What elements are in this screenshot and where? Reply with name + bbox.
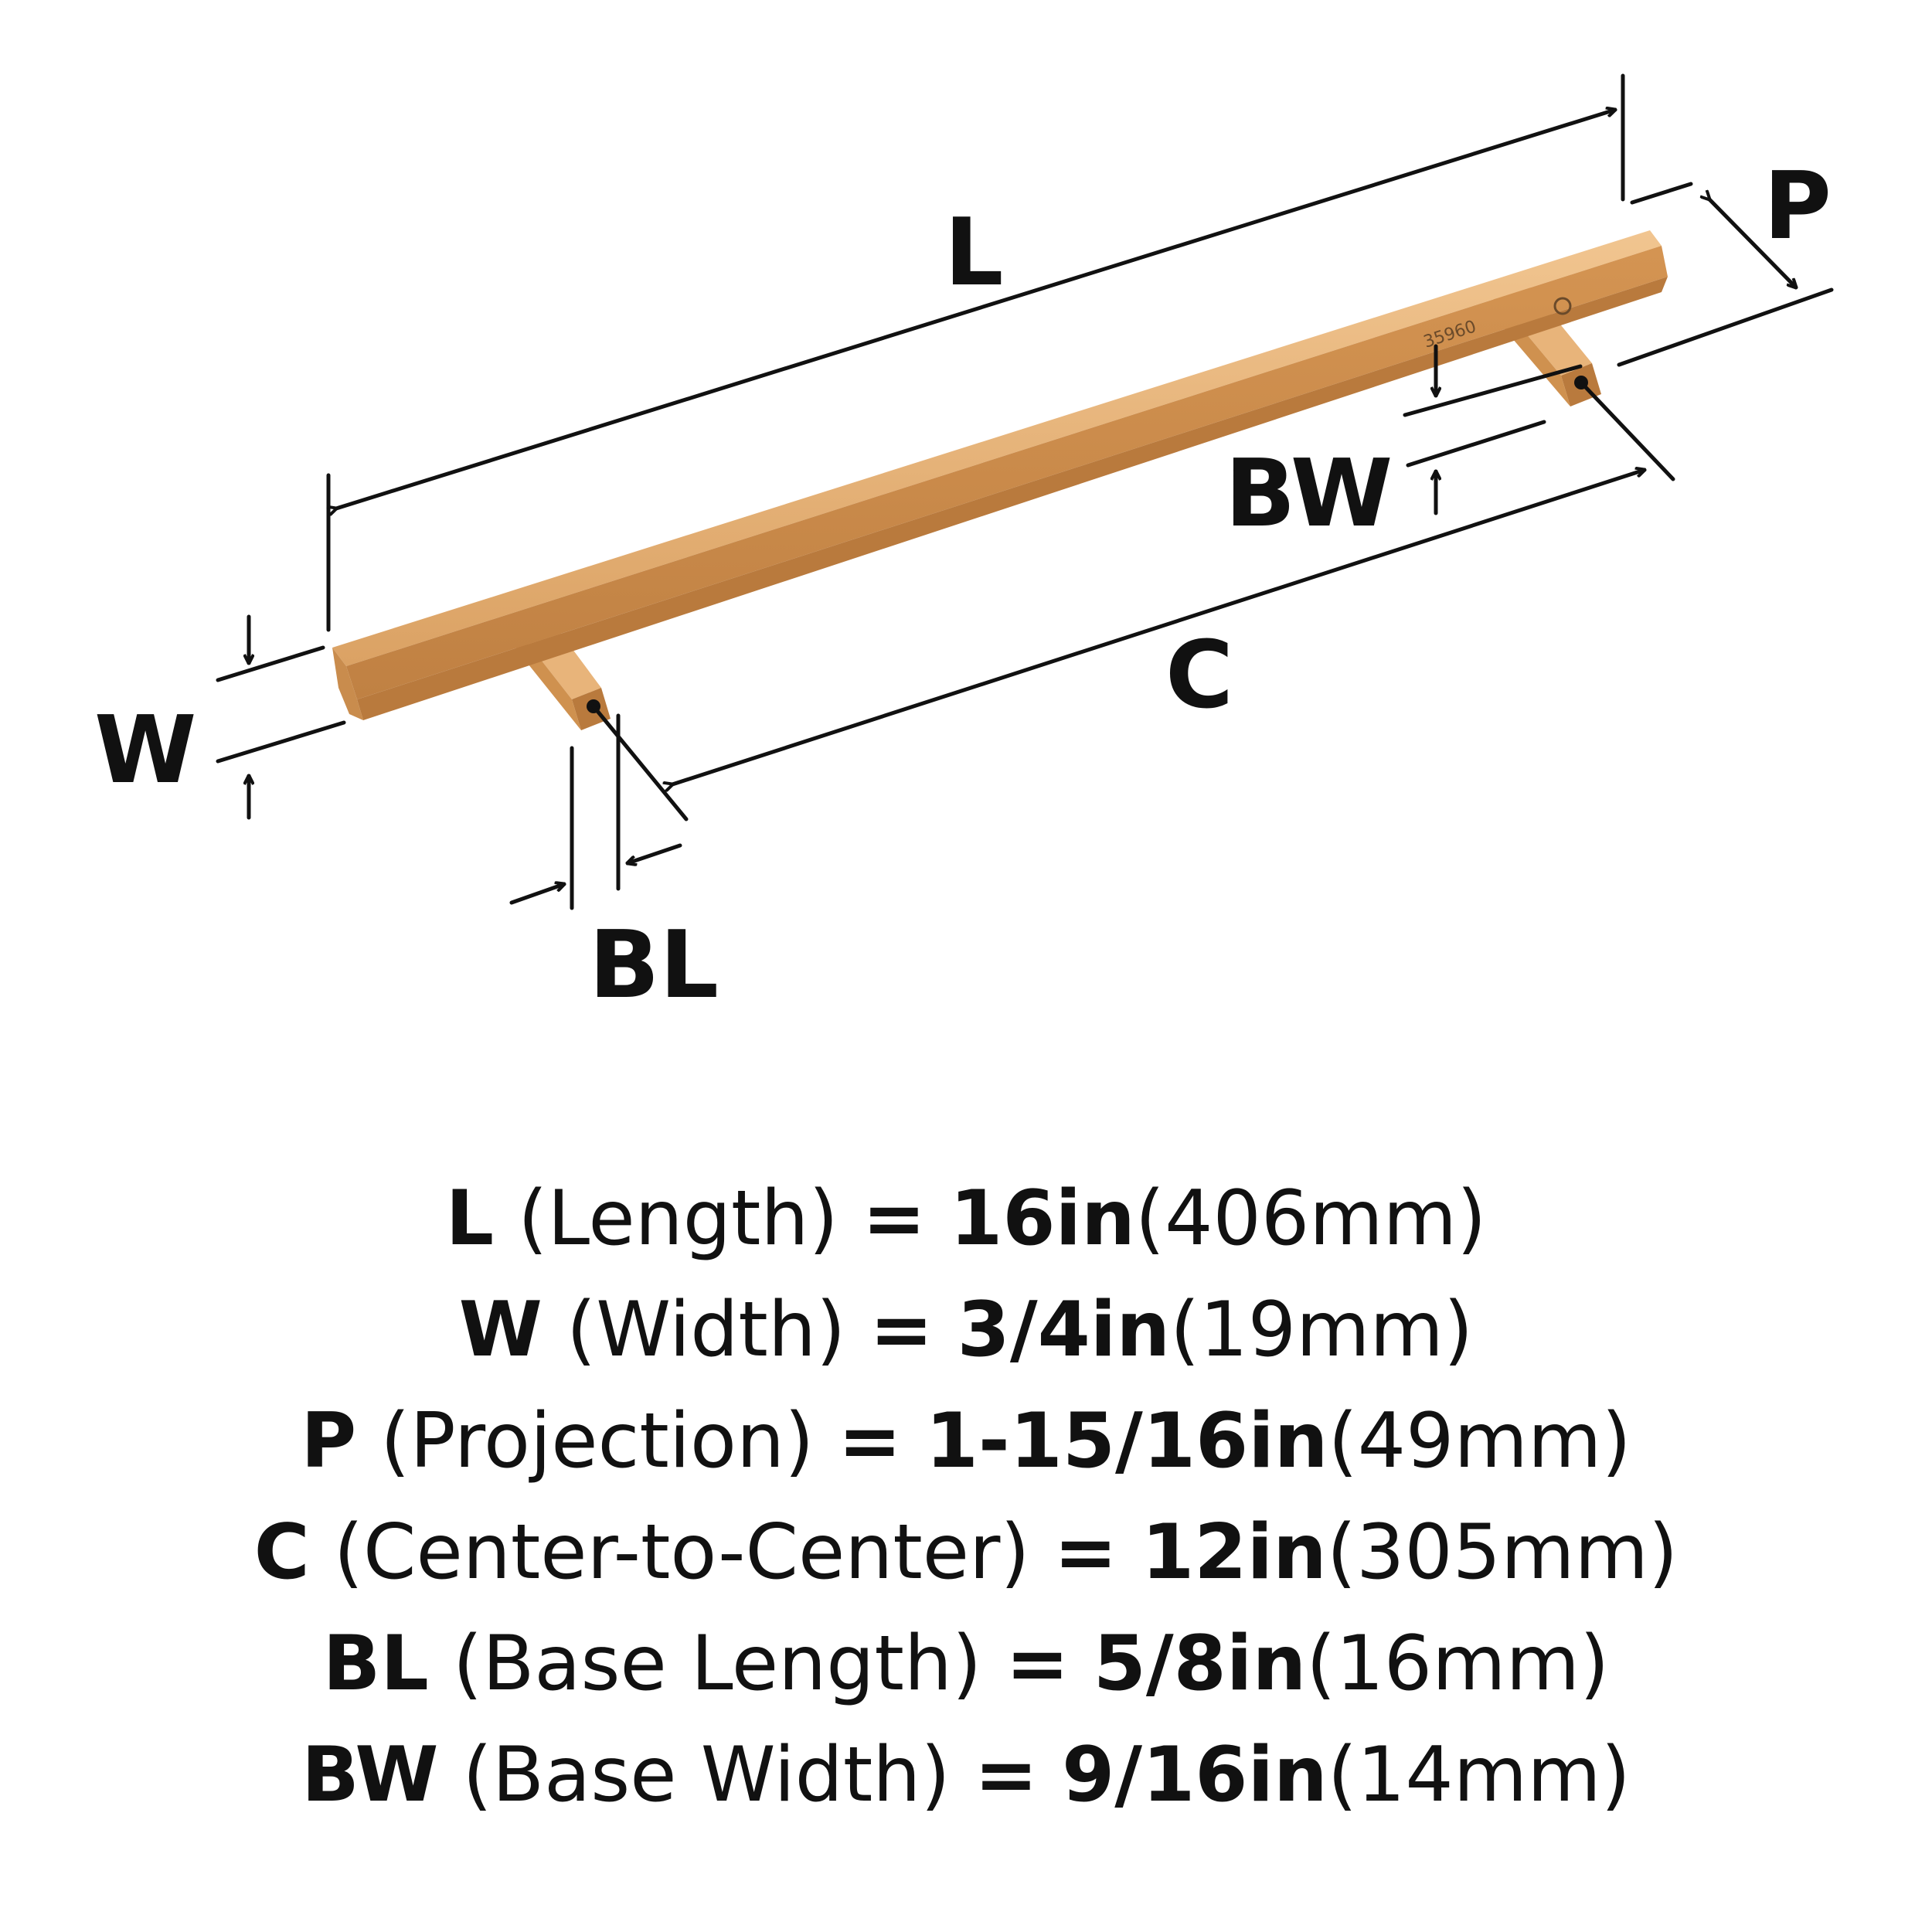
label-w: W [94, 697, 196, 804]
label-l: L [944, 199, 1003, 307]
base-width-extension-bottom [1406, 420, 1546, 468]
spec-name: (Center-to-Center) [333, 1509, 1030, 1597]
spec-row: C (Center-to-Center) = 12in(305mm) [0, 1497, 1932, 1608]
specifications-list: L (Length) = 16in(406mm)W (Width) = 3/4i… [0, 1163, 1932, 1831]
projection-extension-bottom [1617, 287, 1834, 367]
base-width-extension-top [1403, 364, 1583, 417]
spec-symbol: L [445, 1175, 495, 1263]
spec-imperial-value: 1-15/16in [925, 1397, 1328, 1485]
spec-imperial-value: 3/4in [957, 1286, 1171, 1374]
spec-metric-value: (49mm) [1328, 1397, 1631, 1485]
center-extension-left [591, 704, 689, 821]
label-p: P [1764, 153, 1832, 260]
width-extension-top [216, 645, 325, 682]
spec-row: P (Projection) = 1-15/16in(49mm) [0, 1386, 1932, 1497]
spec-equals: = [974, 1731, 1038, 1819]
spec-name: (Base Length) [452, 1620, 982, 1708]
base-length-arrow-right [628, 843, 682, 863]
spec-symbol: BL [322, 1620, 429, 1708]
spec-metric-value: (19mm) [1170, 1286, 1474, 1374]
projection-dimension-line [1709, 199, 1796, 287]
spec-metric-value: (16mm) [1306, 1620, 1610, 1708]
spec-imperial-value: 9/16in [1062, 1731, 1328, 1819]
spec-metric-value: (14mm) [1327, 1731, 1631, 1819]
length-dimension-line [336, 110, 1615, 509]
spec-row: W (Width) = 3/4in(19mm) [0, 1274, 1932, 1386]
spec-symbol: C [253, 1509, 310, 1597]
spec-name: (Base Width) [462, 1731, 951, 1819]
spec-name: (Projection) [380, 1397, 815, 1485]
spec-symbol: BW [301, 1731, 439, 1819]
spec-name: (Length) [518, 1175, 838, 1263]
spec-metric-value: (305mm) [1326, 1509, 1679, 1597]
label-bl: BL [589, 912, 719, 1019]
label-bw: BW [1225, 440, 1393, 548]
center-extension-right [1579, 380, 1675, 481]
width-extension-bottom [216, 720, 346, 764]
spec-row: BW (Base Width) = 9/16in(14mm) [0, 1719, 1932, 1831]
spec-imperial-value: 5/8in [1093, 1620, 1307, 1708]
spec-equals: = [838, 1397, 902, 1485]
spec-equals: = [862, 1175, 927, 1263]
dimension-lines [216, 73, 1834, 910]
spec-row: L (Length) = 16in(406mm) [0, 1163, 1932, 1274]
spec-row: BL (Base Length) = 5/8in(16mm) [0, 1608, 1932, 1719]
spec-symbol: P [301, 1397, 357, 1485]
pull-dimension-diagram: 35960 L W P C BL BW [94, 73, 1834, 1019]
spec-imperial-value: 12in [1141, 1509, 1327, 1597]
spec-imperial-value: 16in [950, 1175, 1135, 1263]
spec-metric-value: (406mm) [1134, 1175, 1487, 1263]
spec-equals: = [1053, 1509, 1117, 1597]
base-length-arrow-left [509, 884, 564, 905]
spec-equals: = [1005, 1620, 1070, 1708]
center-dimension-line [672, 470, 1645, 784]
spec-symbol: W [458, 1286, 543, 1374]
spec-equals: = [869, 1286, 934, 1374]
projection-extension-top [1630, 182, 1693, 205]
spec-name: (Width) [566, 1286, 846, 1374]
label-c: C [1165, 622, 1233, 730]
